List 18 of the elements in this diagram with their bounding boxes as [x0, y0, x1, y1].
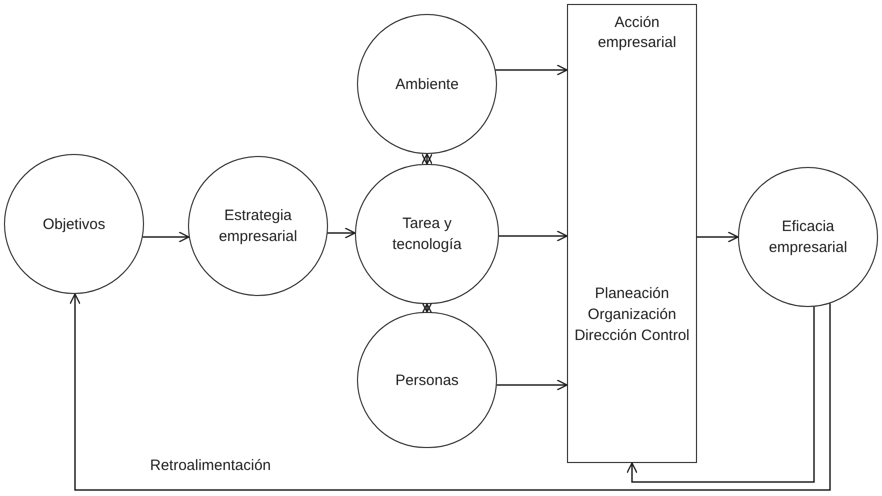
node-label: Ambiente: [394, 74, 460, 94]
arrow: [626, 306, 815, 483]
arrow: [142, 231, 190, 243]
node-label: Objetivos: [42, 214, 106, 234]
node-label: Personas: [394, 370, 460, 390]
node-label: Eficacia empresarial: [768, 217, 848, 258]
arrow: [496, 379, 568, 391]
arrow: [498, 230, 568, 242]
arrow: [697, 231, 739, 243]
action-box: [567, 4, 697, 463]
arrow: [421, 153, 433, 165]
arrow: [328, 227, 356, 239]
arrow: [496, 64, 568, 76]
node-label: Tarea y tecnología: [391, 214, 463, 255]
box-heading: Acción empresarial: [596, 13, 678, 53]
node-label: Estrategia empresarial: [218, 206, 298, 247]
box-text: Planeación Organización Dirección Control: [573, 284, 691, 346]
arrow: [69, 293, 831, 491]
